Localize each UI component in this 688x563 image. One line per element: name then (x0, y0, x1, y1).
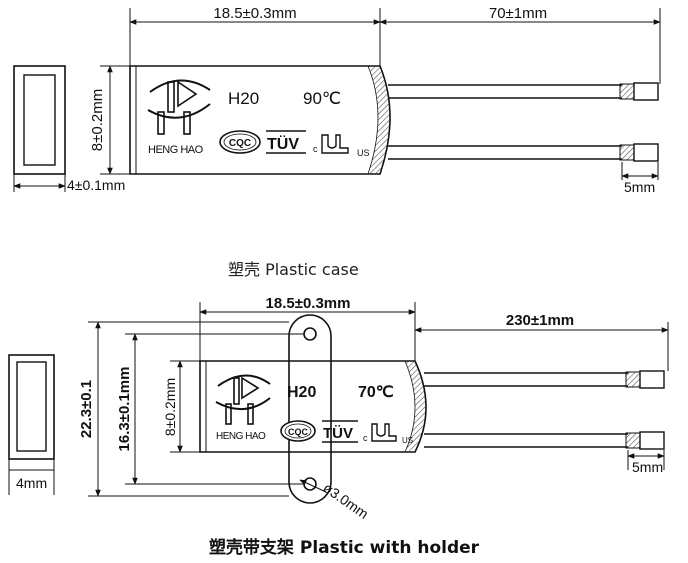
top-cqc-mark: CQC (219, 130, 261, 154)
bottom-us-text: US (402, 436, 413, 445)
top-us-text: US (357, 148, 370, 158)
bottom-strip-label: 5mm (632, 459, 663, 475)
top-body (129, 65, 659, 175)
holder-caption: 塑壳带支架 Plastic with holder (209, 537, 480, 558)
top-brand-logo (147, 79, 211, 135)
bottom-c-text: c (363, 433, 368, 443)
top-dimensions: 18.5±0.3mm 70±1mm 8±0.2mm 5mm (89, 5, 661, 195)
top-brand-text: HENG HAO (148, 144, 204, 156)
top-tuv-mark: TÜV (266, 130, 306, 154)
hole-diameter-label: ø3.0mm (320, 479, 371, 522)
top-c-text: c (313, 144, 318, 154)
bottom-temp-text: 70℃ (358, 384, 394, 401)
top-ul-mark: c US (313, 134, 370, 158)
bottom-cqc-text: CQC (288, 427, 309, 437)
bottom-length-label: 18.5±0.3mm (266, 295, 351, 312)
top-tuv-text: TÜV (267, 134, 299, 153)
top-end-view: 4±0.1mm (13, 65, 125, 193)
bottom-end-view: 4mm (8, 354, 55, 495)
bottom-wire-length-label: 230±1mm (506, 312, 574, 329)
top-thickness-label: 4±0.1mm (67, 177, 125, 193)
bottom-tuv-text: TÜV (323, 425, 353, 442)
top-temp-text: 90℃ (303, 89, 341, 108)
bottom-dimensions: 18.5±0.3mm 230±1mm 22.3±0.1 16.3±0.1mm 8… (78, 295, 669, 522)
bottom-height-label: 8±0.2mm (162, 378, 178, 436)
bottom-brand-logo (215, 374, 271, 425)
bottom-drawing: 4mm (8, 295, 669, 522)
top-model-text: H20 (228, 89, 259, 108)
plastic-case-caption: 塑壳 Plastic case (228, 260, 359, 279)
bottom-overall-height-label: 22.3±0.1 (78, 380, 95, 438)
bottom-brand-text: HENG HAO (216, 431, 266, 442)
bottom-thickness-label: 4mm (16, 475, 47, 491)
top-length-label: 18.5±0.3mm (213, 5, 296, 22)
top-strip-label: 5mm (624, 179, 655, 195)
top-drawing: 4±0.1mm HENG HAO H20 90℃ (13, 5, 661, 195)
bottom-cqc-mark: CQC (280, 420, 316, 442)
top-height-label: 8±0.2mm (89, 89, 106, 151)
top-cqc-text: CQC (229, 138, 251, 149)
bottom-model-text: H20 (287, 384, 316, 401)
bottom-ul-mark: c US (363, 423, 413, 445)
holder-bracket (288, 314, 332, 504)
top-wire-length-label: 70±1mm (489, 5, 547, 22)
bottom-body (199, 360, 665, 453)
bottom-tuv-mark: TÜV (322, 420, 358, 443)
bottom-mid-height-label: 16.3±0.1mm (116, 367, 133, 452)
